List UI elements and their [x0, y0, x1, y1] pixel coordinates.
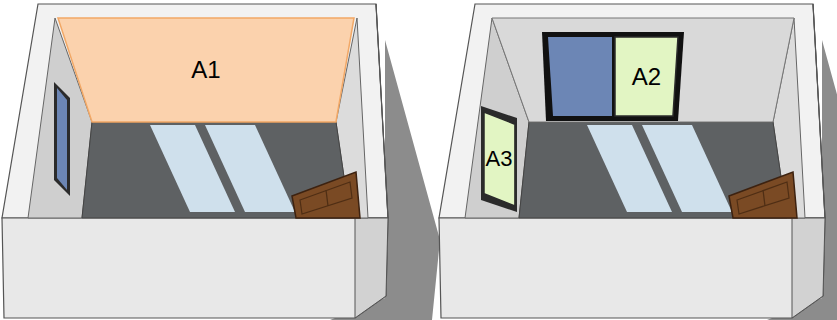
- callout-label: A1: [191, 58, 220, 82]
- side-window: A3: [484, 112, 515, 206]
- node-shape: [615, 37, 678, 116]
- back-wall: A1: [58, 18, 354, 122]
- node-shape: [484, 112, 515, 206]
- callout-label: A3: [486, 148, 513, 170]
- callout-label: A2: [632, 65, 661, 89]
- node-shape: [58, 18, 354, 122]
- window-pane: A2: [615, 37, 678, 116]
